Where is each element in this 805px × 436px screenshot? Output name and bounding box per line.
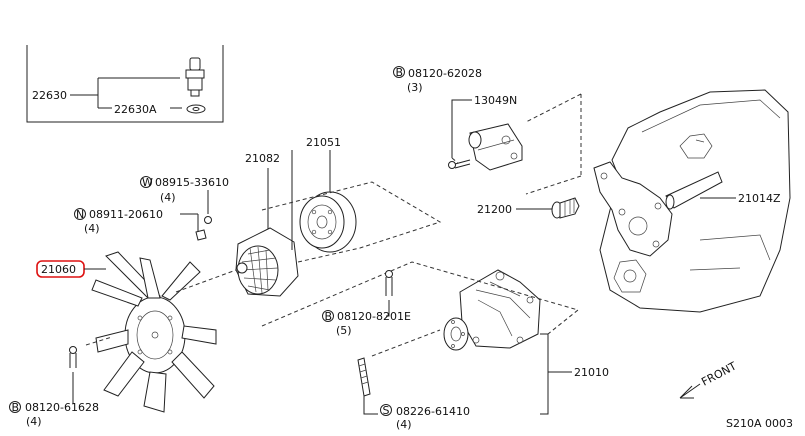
fastener-number: 08915-33610 (155, 176, 229, 189)
nut-drawing (195, 229, 207, 241)
group-21051: 21051 (261, 136, 442, 263)
group-21200: 21200 (477, 197, 580, 219)
fastener-number: 08226-61410 (396, 405, 470, 418)
group-fastener-8201e: B 08120-8201E (5) (322, 270, 411, 337)
fastener-qty: (4) (84, 222, 100, 235)
label-13049n: 13049N (474, 94, 517, 107)
housing-13049n-drawing (468, 123, 523, 171)
fastener-symbol-b: B (396, 66, 404, 79)
fastener-symbol-w: W (142, 176, 153, 189)
fastener-qty: (3) (407, 81, 423, 94)
bolt-drawing (69, 346, 77, 368)
label-21014z: 21014Z (738, 192, 781, 205)
label-21010: 21010 (574, 366, 609, 379)
group-w-n-fasteners: W 08915-33610 (4) N 08911-20610 (4) (74, 176, 229, 241)
group-fastener-61628: B 08120-61628 (4) (9, 346, 99, 428)
fastener-symbol-b: B (325, 310, 333, 323)
fan-21060-drawing (91, 251, 217, 413)
fastener-number: 08120-61628 (25, 401, 99, 414)
group-21060: 21060 (36, 251, 217, 413)
label-22630: 22630 (32, 89, 67, 102)
coupling-21082-drawing (235, 227, 299, 297)
fastener-number: 08120-62028 (408, 67, 482, 80)
front-direction-indicator: FRONT (679, 359, 739, 399)
label-21051: 21051 (306, 136, 341, 149)
fastener-qty: (4) (160, 191, 176, 204)
fastener-symbol-s: S (383, 404, 390, 417)
diagram-id: S210A 0003 (726, 417, 793, 430)
washer-drawing (204, 216, 212, 224)
stud-drawing (357, 357, 371, 397)
fastener-number: 08120-8201E (337, 310, 411, 323)
fastener-qty: (4) (26, 415, 42, 428)
group-fastener-61410: S 08226-61410 (4) (357, 357, 470, 431)
label-22630a: 22630A (114, 103, 157, 116)
label-21200: 21200 (477, 203, 512, 216)
fastener-symbol-b: B (12, 401, 20, 414)
inset-box: 22630 22630A (26, 45, 224, 123)
pulley-21051-drawing (299, 191, 357, 253)
label-21082: 21082 (245, 152, 280, 165)
bolt-drawing (448, 159, 471, 169)
group-13049n: B 08120-62028 (3) 13049N (393, 66, 582, 195)
bolt-drawing (385, 270, 393, 296)
thermostat-21200-drawing (551, 197, 580, 219)
fastener-symbol-n: N (76, 208, 84, 221)
front-label: FRONT (699, 359, 739, 388)
group-21082: 21082 (175, 152, 299, 297)
fastener-number: 08911-20610 (89, 208, 163, 221)
arrow-icon (679, 383, 701, 399)
group-21010: 21010 (261, 261, 609, 415)
sensor-22630-drawing (185, 57, 206, 114)
engine-block-drawing (593, 89, 791, 313)
label-21060: 21060 (41, 263, 76, 276)
fastener-qty: (4) (396, 418, 412, 431)
water-pump-21010-drawing (443, 269, 541, 351)
fastener-qty: (5) (336, 324, 352, 337)
group-21014z: 21014Z (665, 171, 781, 210)
